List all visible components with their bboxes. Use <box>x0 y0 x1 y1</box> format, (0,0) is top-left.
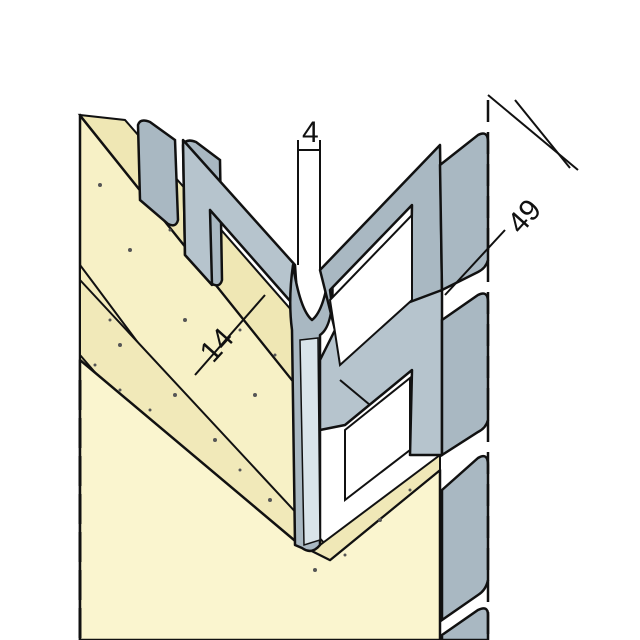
right-wing-cutout-lower <box>344 375 411 503</box>
bead-nose-highlight <box>299 337 321 547</box>
dim-49-line-lower <box>444 229 506 296</box>
plaster-speckles <box>93 183 412 572</box>
left-wing-tab-upper <box>136 119 180 227</box>
dim-label-4: 4 <box>302 116 319 149</box>
dimension-lines <box>194 94 579 406</box>
dim-49-line <box>514 99 571 169</box>
dim-14-extension <box>339 379 371 406</box>
corner-bead <box>136 100 490 640</box>
right-wing-cutout <box>328 212 413 367</box>
dim-49-extension-top <box>487 94 579 171</box>
left-wing-strip <box>181 138 300 312</box>
dim-14-line <box>194 294 266 376</box>
right-wing-tab-2 <box>440 292 490 458</box>
